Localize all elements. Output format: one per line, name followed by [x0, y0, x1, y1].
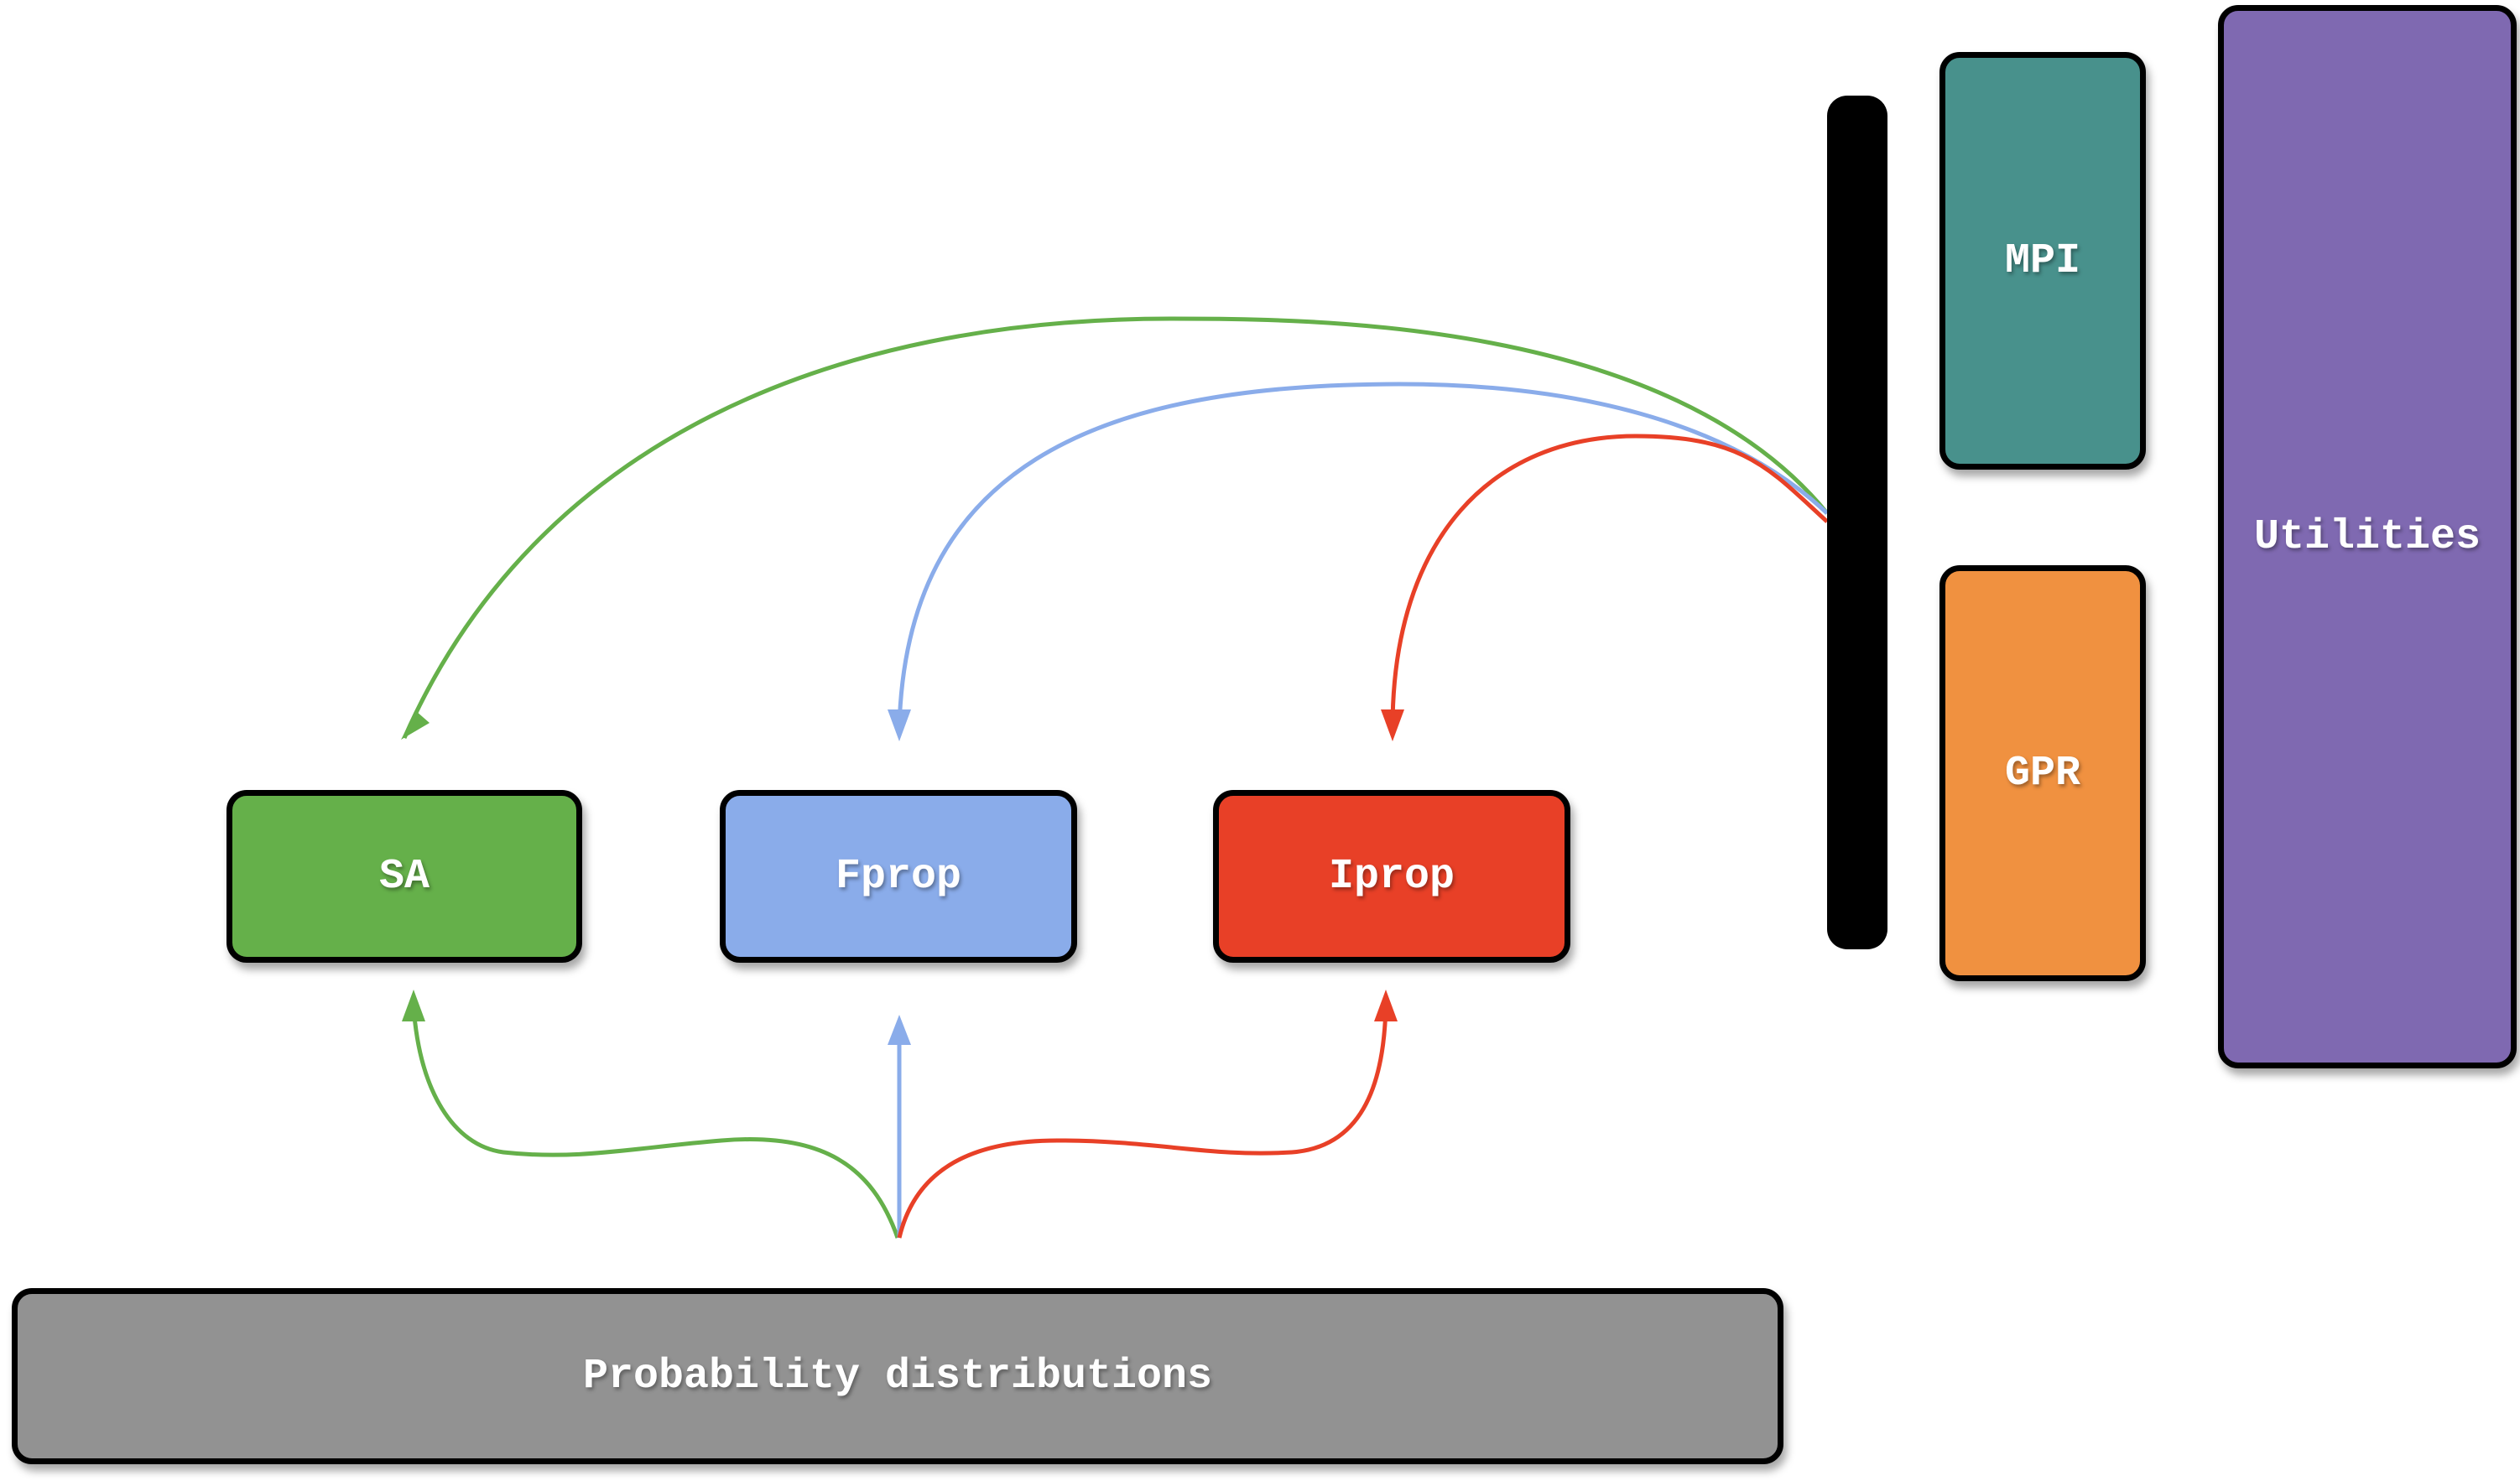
- mpi-label: MPI: [2004, 236, 2080, 285]
- fprop-box: Fprop: [720, 790, 1077, 963]
- probability-distributions-box: Probability distributions: [12, 1288, 1783, 1464]
- arrowhead-sa-top: [401, 711, 430, 740]
- iprop-label: Iprop: [1328, 852, 1455, 901]
- arrowhead-iprop-top: [1381, 709, 1404, 741]
- gpr-box: GPR: [1939, 565, 2146, 981]
- mpi-box: MPI: [1939, 52, 2146, 470]
- probability-distributions-label: Probability distributions: [582, 1352, 1213, 1400]
- fprop-label: Fprop: [835, 852, 962, 901]
- sa-label: SA: [378, 852, 430, 901]
- arrow-bar-to-fprop: [897, 382, 1829, 729]
- arrow-bar-to-sa: [402, 316, 1829, 740]
- iprop-box: Iprop: [1213, 790, 1570, 963]
- arrowhead-iprop-bottom: [1374, 990, 1398, 1021]
- arrow-bar-to-iprop: [1390, 434, 1829, 729]
- arrowhead-sa-bottom: [402, 990, 425, 1021]
- interface-bar: [1827, 96, 1887, 949]
- arrow-prob-to-sa: [411, 1006, 900, 1239]
- arrowhead-fprop-top: [888, 709, 911, 741]
- utilities-box: Utilities: [2218, 5, 2517, 1068]
- arrow-prob-to-iprop: [897, 1004, 1388, 1239]
- utilities-label: Utilities: [2253, 512, 2481, 561]
- gpr-label: GPR: [2004, 749, 2080, 798]
- arrowhead-fprop-bottom: [888, 1015, 911, 1045]
- sa-box: SA: [226, 790, 582, 963]
